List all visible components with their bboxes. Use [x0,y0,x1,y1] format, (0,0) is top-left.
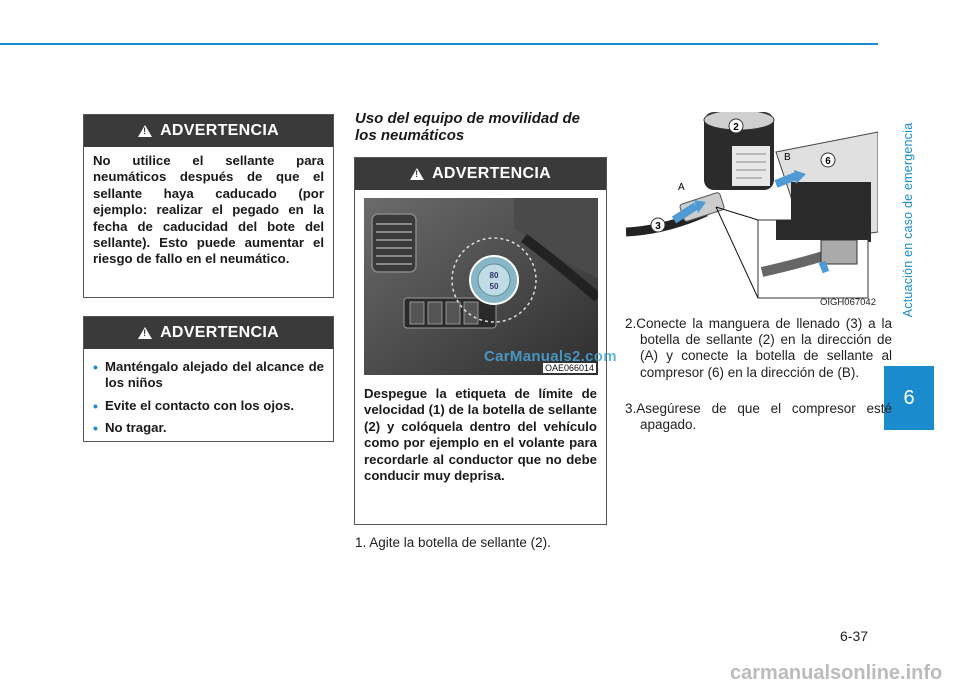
speed-label-value: 80 [490,271,499,280]
image-code: OAE066014 [542,363,596,373]
warning-list: Manténgalo alejado del alcance de los ni… [93,359,324,437]
warning-triangle-icon [138,327,153,339]
label-6: 6 [825,156,831,167]
label-3: 3 [655,221,661,232]
watermark-carmanualsonline: carmanualsonline.info [730,662,943,684]
warning-text: No utilice el sellante para neumáticos d… [93,153,324,267]
warning-title: ADVERTENCIA [160,324,279,341]
warning-triangle-icon [410,168,425,180]
chapter-number: 6 [903,386,915,409]
warning-triangle-icon [138,125,153,137]
section-title: Uso del equipo de movilidad de los neumá… [355,110,581,144]
dashboard-photo: 80 50 OAE066014 [364,198,598,375]
step-1: 1. Agite la botella de sellante (2). [355,535,551,550]
label-2: 2 [733,122,739,133]
warning-title: ADVERTENCIA [160,122,279,139]
warning-list-item: Manténgalo alejado del alcance de los ni… [93,359,324,392]
step-2: 2.Conecte la manguera de llenado (3) a l… [625,316,892,381]
step-number: 2. [625,316,637,331]
label-a: A [678,182,685,193]
side-label-text: Actuación en caso de emergencia [901,122,915,318]
warning-list-item: No tragar. [93,420,324,437]
header-rule [0,43,878,45]
warning-text: Despegue la etiqueta de límite de veloci… [364,386,597,484]
step-text: Asegúrese de que el compresor esté apaga… [636,401,892,433]
warning-header: ADVERTENCIA [84,115,333,147]
warning-header: ADVERTENCIA [84,317,333,349]
warning-header: ADVERTENCIA [355,158,606,190]
warning-title: ADVERTENCIA [432,165,551,182]
step-3: 3.Asegúrese de que el compresor esté apa… [625,401,892,433]
watermark-carmanuals2: CarManuals2.com [484,348,617,365]
warning-list-item: Evite el contacto con los ojos. [93,398,324,415]
warning-box-safety: ADVERTENCIA Manténgalo alejado del alcan… [83,316,334,442]
step-number: 3. [625,401,637,416]
image-code: OIGH067042 [820,297,876,308]
step-text: Conecte la manguera de llenado (3) a la … [636,316,892,380]
warning-box-sealant-expiry: ADVERTENCIA No utilice el sellante para … [83,114,334,298]
chapter-side-label: Actuación en caso de emergencia [893,60,923,380]
page-number: 6-37 [840,628,869,644]
speed-label-value: 50 [490,282,499,291]
sealant-kit-illustration: 2 3 6 A B OIGH067042 [626,112,878,308]
chapter-tab[interactable]: 6 [884,366,934,430]
label-b: B [784,152,791,163]
